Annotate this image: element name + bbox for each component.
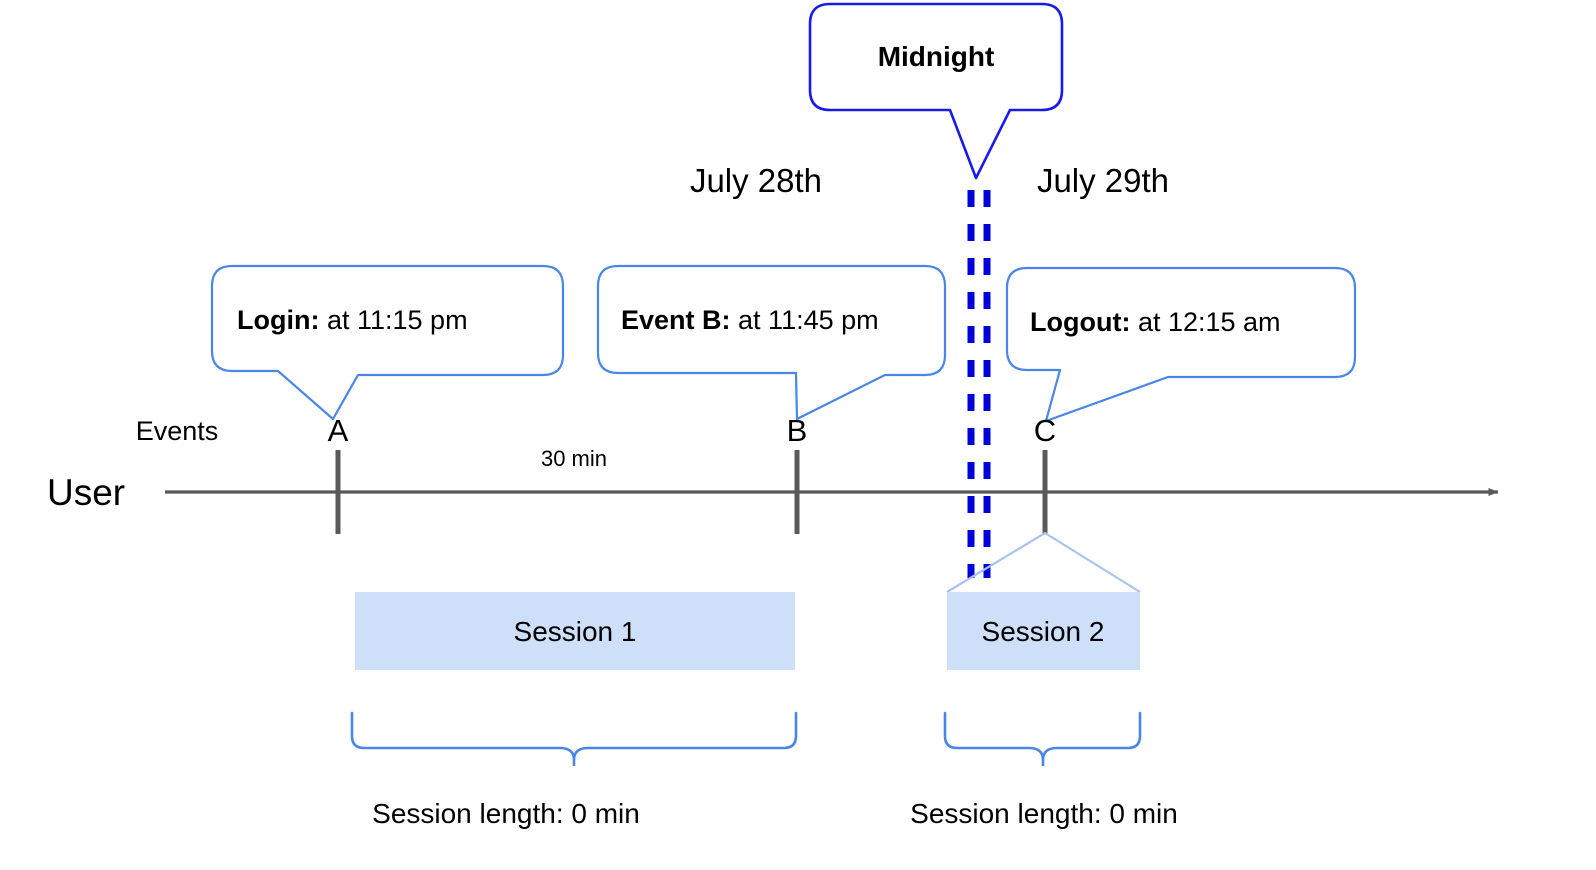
session-1-label: Session 1 xyxy=(513,616,637,647)
session-1-brace xyxy=(350,711,798,766)
session-1-length-label: Session length: 0 min xyxy=(372,798,640,829)
date-label-july-29: July 29th xyxy=(1036,162,1170,199)
date-label-july-28: July 28th xyxy=(689,162,823,199)
midnight-callout-label: Midnight xyxy=(877,41,995,72)
midnight-callout-shape xyxy=(808,2,1064,180)
session-2-brace xyxy=(943,711,1142,766)
event-marker-label-b: B xyxy=(786,413,808,448)
user-axis-label: User xyxy=(47,472,126,513)
eventb-callout-label: Event B: at 11:45 pm xyxy=(621,307,879,334)
session-1-block xyxy=(355,592,795,670)
session-2-label: Session 2 xyxy=(981,616,1105,647)
event-tick-marks xyxy=(335,450,1048,534)
eventb-callout-shape xyxy=(596,264,947,421)
session-2-roof xyxy=(946,531,1141,593)
login-callout-label: Login: at 11:15 pm xyxy=(237,307,468,334)
logout-callout-bold: Logout: xyxy=(1030,307,1131,337)
midnight-divider-lines xyxy=(967,190,991,578)
logout-callout-shape xyxy=(1005,266,1357,423)
event-marker-label-a: A xyxy=(327,413,349,448)
eventb-callout-bold: Event B: xyxy=(621,305,731,335)
login-callout-rest: at 11:15 pm xyxy=(319,305,468,335)
eventb-callout-rest: at 11:45 pm xyxy=(730,305,879,335)
duration-label-30-min: 30 min xyxy=(540,446,608,471)
logout-callout-label: Logout: at 12:15 am xyxy=(1030,309,1281,336)
event-marker-label-c: C xyxy=(1033,413,1057,448)
logout-callout-rest: at 12:15 am xyxy=(1130,307,1281,337)
session-2-block xyxy=(947,592,1140,670)
events-row-label: Events xyxy=(135,416,219,446)
login-callout-bold: Login: xyxy=(237,305,320,335)
session-blocks xyxy=(355,592,1140,670)
login-callout-shape xyxy=(210,264,565,421)
session-2-length-label: Session length: 0 min xyxy=(910,798,1178,829)
